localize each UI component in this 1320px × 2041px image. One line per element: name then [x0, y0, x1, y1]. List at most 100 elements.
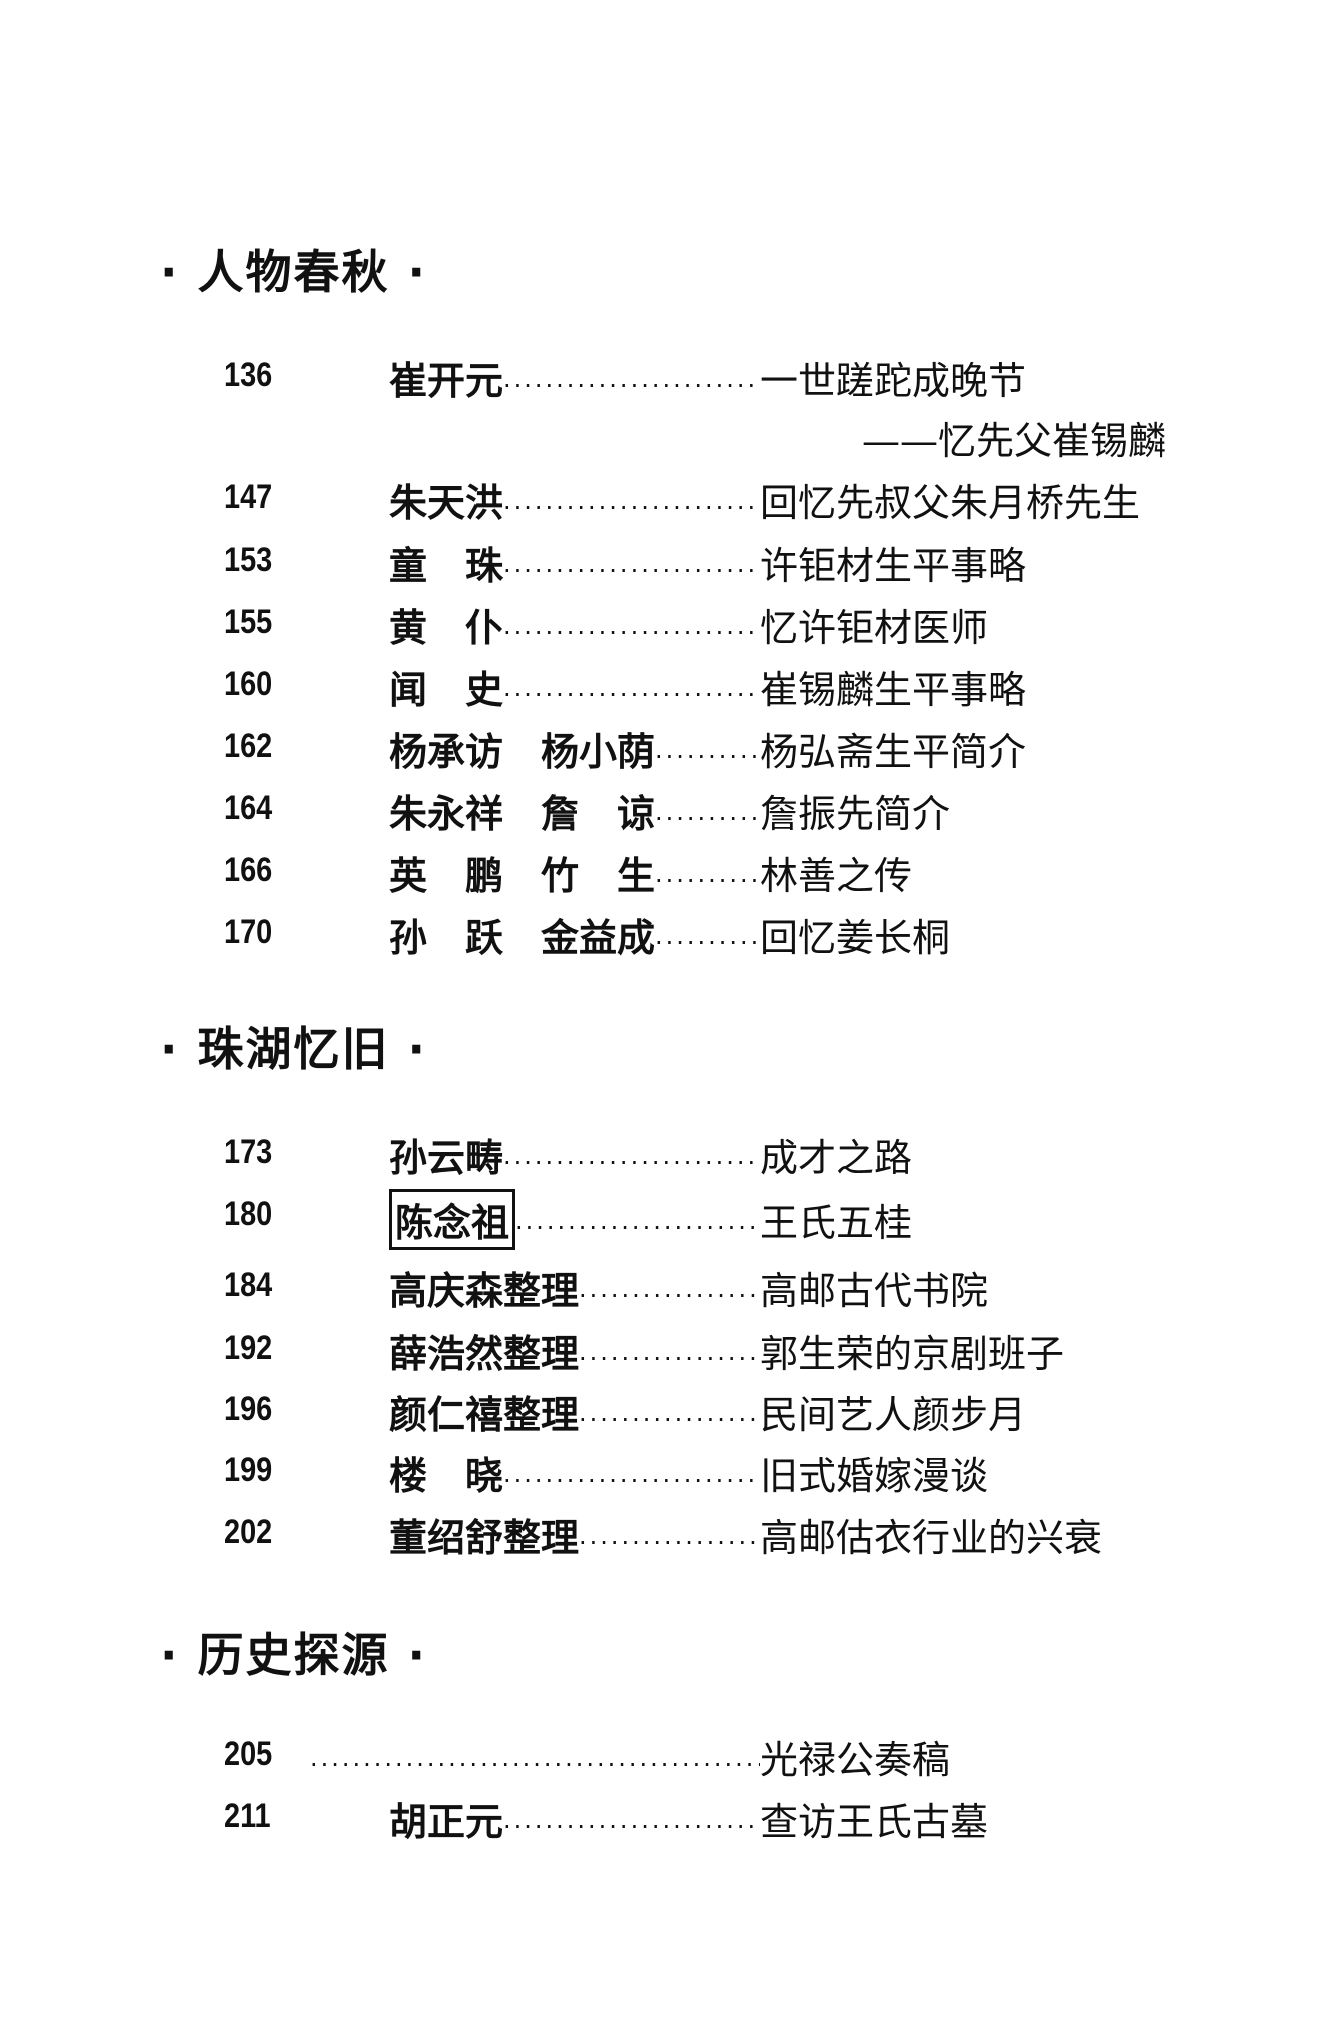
toc-entry[interactable]: 147 朱天洪··································… — [0, 472, 1320, 525]
page-number: 147 — [224, 478, 273, 516]
author-name: 胡正元 — [389, 1800, 504, 1844]
dot-leader: ········································… — [579, 1406, 760, 1434]
toc-entry[interactable]: 192 薛浩然整理································… — [0, 1323, 1320, 1376]
author-name: 英 鹏 竹 生 — [389, 854, 656, 898]
toc-entry[interactable]: 170 孙 跃 金益成······························… — [0, 907, 1320, 960]
page-number: 166 — [224, 851, 273, 889]
author-name: 薛浩然整理 — [389, 1332, 580, 1376]
page-number: 196 — [224, 1390, 273, 1428]
page-number: 155 — [224, 603, 273, 641]
dot-leader: ········································… — [579, 1282, 760, 1310]
page-number: 153 — [224, 541, 273, 579]
author-name: 高庆森整理 — [389, 1269, 580, 1313]
author-name: 童 珠 — [389, 544, 504, 588]
entry-line: 英 鹏 竹 生·································… — [389, 845, 1289, 900]
toc-entry[interactable]: 166 英 鹏 竹 生······························… — [0, 845, 1320, 898]
author-name: 朱天洪 — [389, 481, 504, 525]
page-number: 202 — [224, 1513, 273, 1551]
entry-title: 杨弘斋生平简介 — [760, 730, 1027, 774]
entry-line: 朱天洪·····································… — [389, 472, 1289, 527]
entry-line: 高庆森整理···································… — [389, 1260, 1289, 1315]
dot-leader: ········································… — [310, 1751, 760, 1779]
entry-title: 民间艺人颜步月 — [760, 1393, 1027, 1437]
toc-entry[interactable]: 211胡正元··································… — [0, 1791, 1320, 1844]
author-name: 董绍舒整理 — [389, 1516, 580, 1560]
dot-leader: ········································… — [579, 1345, 760, 1373]
section-heading: · 人物春秋 · — [160, 245, 427, 299]
toc-entry[interactable]: 196 颜仁禧整理································… — [0, 1384, 1320, 1437]
dot-leader: ········································… — [655, 929, 760, 957]
entry-subtitle: ——忆先父崔锡麟 — [862, 419, 1167, 463]
page-number: 173 — [224, 1133, 273, 1171]
toc-entry[interactable]: 205 ·····································… — [0, 1729, 1320, 1782]
entry-line: 黄 仆·····································… — [389, 597, 1289, 652]
author-name: 闻 史 — [389, 668, 504, 712]
dot-leader: ········································… — [655, 867, 760, 895]
page-number: 164 — [224, 789, 273, 827]
page-number: 199 — [224, 1451, 273, 1489]
entry-title: 林善之传 — [760, 854, 913, 898]
page-number: 162 — [224, 727, 273, 765]
entry-title: 詹振先简介 — [760, 792, 951, 836]
author-name: 朱永祥 詹 谅 — [389, 792, 656, 836]
toc-entry[interactable]: 180 陈念祖··································… — [0, 1189, 1320, 1250]
page-number: 170 — [224, 913, 273, 951]
toc-entry[interactable]: 173 孙云畴··································… — [0, 1127, 1320, 1180]
page-number: 192 — [224, 1329, 273, 1367]
dot-leader: ········································… — [503, 681, 760, 709]
entry-title: 崔锡麟生平事略 — [760, 668, 1027, 712]
toc-entry[interactable]: 162 杨承访 杨小荫······························… — [0, 721, 1320, 774]
entry-title: 旧式婚嫁漫谈 — [760, 1454, 989, 1498]
dot-leader: ········································… — [503, 1149, 760, 1177]
entry-title: 忆许钜材医师 — [760, 606, 989, 650]
page-number: 160 — [224, 665, 273, 703]
dot-leader: ········································… — [579, 1529, 760, 1557]
entry-line: 闻 史·····································… — [389, 659, 1289, 714]
entry-line: 童 珠·····································… — [389, 535, 1289, 590]
dot-leader: ········································… — [503, 372, 760, 400]
toc-entry[interactable]: 164 朱永祥 詹 谅······························… — [0, 783, 1320, 836]
entry-title: 高邮估衣行业的兴衰 — [760, 1516, 1103, 1560]
entry-line: 薛浩然整理···································… — [389, 1323, 1289, 1378]
toc-entry[interactable]: 202 董绍舒整理································… — [0, 1507, 1320, 1560]
author-name: 崔开元 — [389, 359, 504, 403]
dot-leader: ········································… — [515, 1214, 760, 1242]
page-number: 136 — [224, 356, 273, 394]
entry-line: ········································… — [310, 1729, 1210, 1784]
entry-line: 杨承访 杨小荫·································… — [389, 721, 1289, 776]
author-name: 黄 仆 — [389, 606, 504, 650]
dot-leader: ········································… — [503, 1813, 760, 1841]
entry-title: 回忆姜长桐 — [760, 916, 951, 960]
toc-entry[interactable]: 184 高庆森整理································… — [0, 1260, 1320, 1313]
toc-entry[interactable]: 136 崔开元··································… — [0, 350, 1320, 403]
entry-title: 光禄公奏稿 — [760, 1738, 951, 1782]
entry-line: 胡正元·····································… — [389, 1791, 1289, 1846]
entry-line: 崔开元·····································… — [389, 350, 1289, 405]
entry-title: 郭生荣的京剧班子 — [760, 1332, 1065, 1376]
section-heading: · 珠湖忆旧 · — [160, 1022, 427, 1076]
author-name: 孙云畴 — [389, 1136, 504, 1180]
dot-leader: ········································… — [503, 619, 760, 647]
entry-title: 一世蹉跎成晚节 — [760, 359, 1027, 403]
toc-entry[interactable]: 155 黄 仆··································… — [0, 597, 1320, 650]
toc-entry[interactable]: 153 童 珠··································… — [0, 535, 1320, 588]
page-number: 205 — [224, 1735, 273, 1773]
page-number: 180 — [224, 1195, 273, 1233]
author-name: 陈念祖 — [389, 1189, 516, 1250]
entry-title: 查访王氏古墓 — [760, 1800, 989, 1844]
entry-line: 陈念祖·····································… — [389, 1189, 1289, 1250]
page-number: 184 — [224, 1266, 273, 1304]
entry-line: 朱永祥 詹 谅·································… — [389, 783, 1289, 838]
entry-line: 颜仁禧整理···································… — [389, 1384, 1289, 1439]
dot-leader: ········································… — [655, 743, 760, 771]
entry-title: 王氏五桂 — [760, 1201, 913, 1245]
author-name: 颜仁禧整理 — [389, 1393, 580, 1437]
toc-entry[interactable]: 160 闻 史··································… — [0, 659, 1320, 712]
dot-leader: ········································… — [503, 1467, 760, 1495]
dot-leader: ········································… — [655, 805, 760, 833]
entry-title: 许钜材生平事略 — [760, 544, 1027, 588]
toc-entry[interactable]: 199 楼 晓··································… — [0, 1445, 1320, 1498]
author-name: 楼 晓 — [389, 1454, 504, 1498]
dot-leader: ········································… — [503, 494, 760, 522]
author-name: 孙 跃 金益成 — [389, 916, 656, 960]
